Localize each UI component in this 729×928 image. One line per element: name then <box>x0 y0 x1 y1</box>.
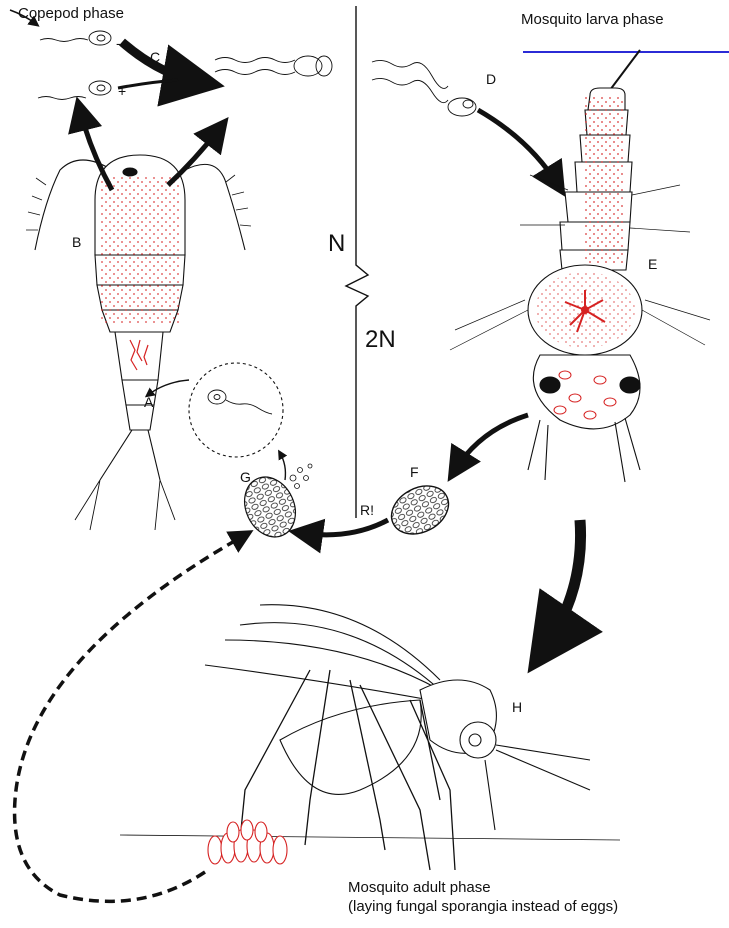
label-h: H <box>512 700 522 714</box>
copepod-spores <box>38 31 111 100</box>
sporangium-f <box>383 476 457 543</box>
label-c: C <box>150 50 160 64</box>
larva-phase-title: Mosquito larva phase <box>521 12 664 27</box>
arrow-d-to-larva <box>478 110 558 185</box>
spore-d <box>372 60 476 116</box>
larva-mycelium-core <box>581 306 589 314</box>
label-a: A <box>144 395 153 409</box>
adult-phase-caption: Mosquito adult phase (laying fungal spor… <box>348 878 618 916</box>
minus-sign: - <box>116 36 121 50</box>
haploid-label: N <box>328 232 345 256</box>
ploidy-divider <box>346 6 368 518</box>
arrow-larva-to-f <box>455 415 528 470</box>
arrow-c <box>122 42 200 82</box>
arrow-plus <box>118 80 178 88</box>
zoom-circle <box>189 363 283 457</box>
label-f: F <box>410 465 419 479</box>
plus-sign: + <box>118 84 126 98</box>
arrow-copepod-left <box>80 110 112 190</box>
label-d: D <box>486 72 496 86</box>
adult-phase-title: Mosquito adult phase <box>348 878 618 897</box>
arrow-r <box>302 520 388 535</box>
meiosis-label: R! <box>360 503 374 517</box>
copepod-phase-title: Copepod phase <box>18 6 124 21</box>
fused-gametes <box>215 56 332 76</box>
label-g: G <box>240 470 251 484</box>
arrow-copepod-right <box>168 128 220 185</box>
laid-sporangia <box>208 820 287 864</box>
larva-fungal-fill <box>585 95 625 265</box>
copepod-fungal-fill <box>100 175 180 325</box>
diploid-label: 2N <box>365 328 396 352</box>
arrow-g-to-zoom <box>280 453 285 480</box>
arrow-larva-to-adult <box>545 520 581 648</box>
zoom-spore <box>208 390 272 414</box>
label-e: E <box>648 257 657 271</box>
adult-phase-subtitle: (laying fungal sporangia instead of eggs… <box>348 897 618 916</box>
label-b: B <box>72 235 81 249</box>
